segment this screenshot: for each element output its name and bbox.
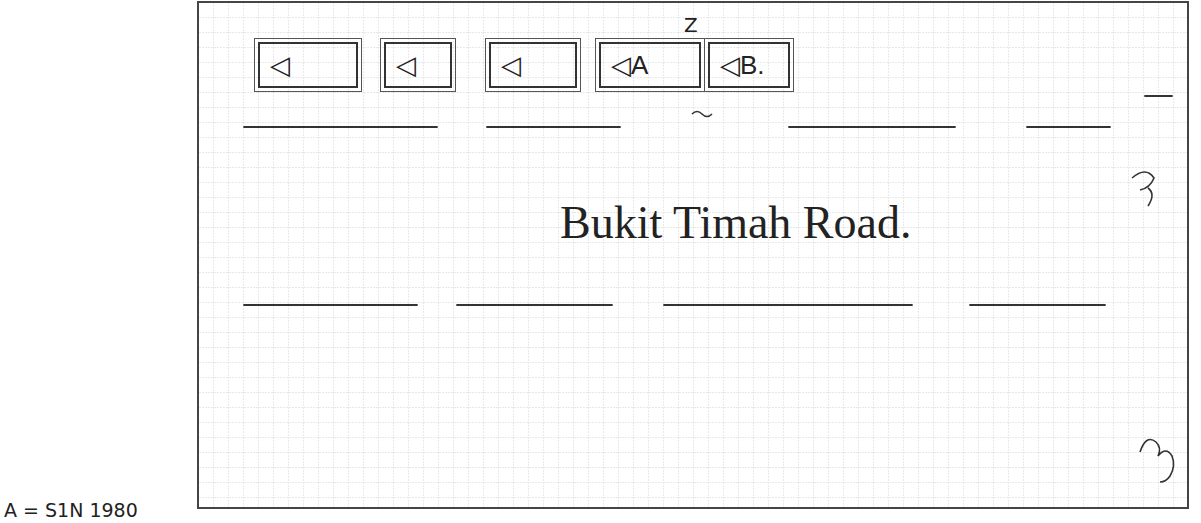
symbol-box: ◁A bbox=[599, 42, 701, 88]
symbol-box: ◁ bbox=[384, 42, 452, 88]
symbol-box: ◁ bbox=[489, 42, 577, 88]
box-text: ◁A bbox=[611, 50, 648, 80]
grid-sheet bbox=[198, 2, 1188, 508]
scribble-mark bbox=[1132, 172, 1154, 206]
box-text: ◁ bbox=[270, 50, 290, 80]
road-lines bbox=[244, 96, 1172, 305]
handwritten-note: Z bbox=[684, 14, 698, 37]
symbol-box: ◁ bbox=[258, 42, 358, 88]
box-text: ◁ bbox=[501, 50, 521, 80]
tilde-mark bbox=[692, 112, 712, 117]
handwritten-note: A = S1N 1980 bbox=[4, 499, 138, 521]
box-text: ◁ bbox=[396, 50, 416, 80]
box-text: ◁B. bbox=[720, 50, 765, 80]
scribble-mark bbox=[1140, 440, 1174, 482]
road-name: Bukit Timah Road. bbox=[560, 196, 911, 249]
symbol-box: ◁B. bbox=[708, 42, 790, 88]
